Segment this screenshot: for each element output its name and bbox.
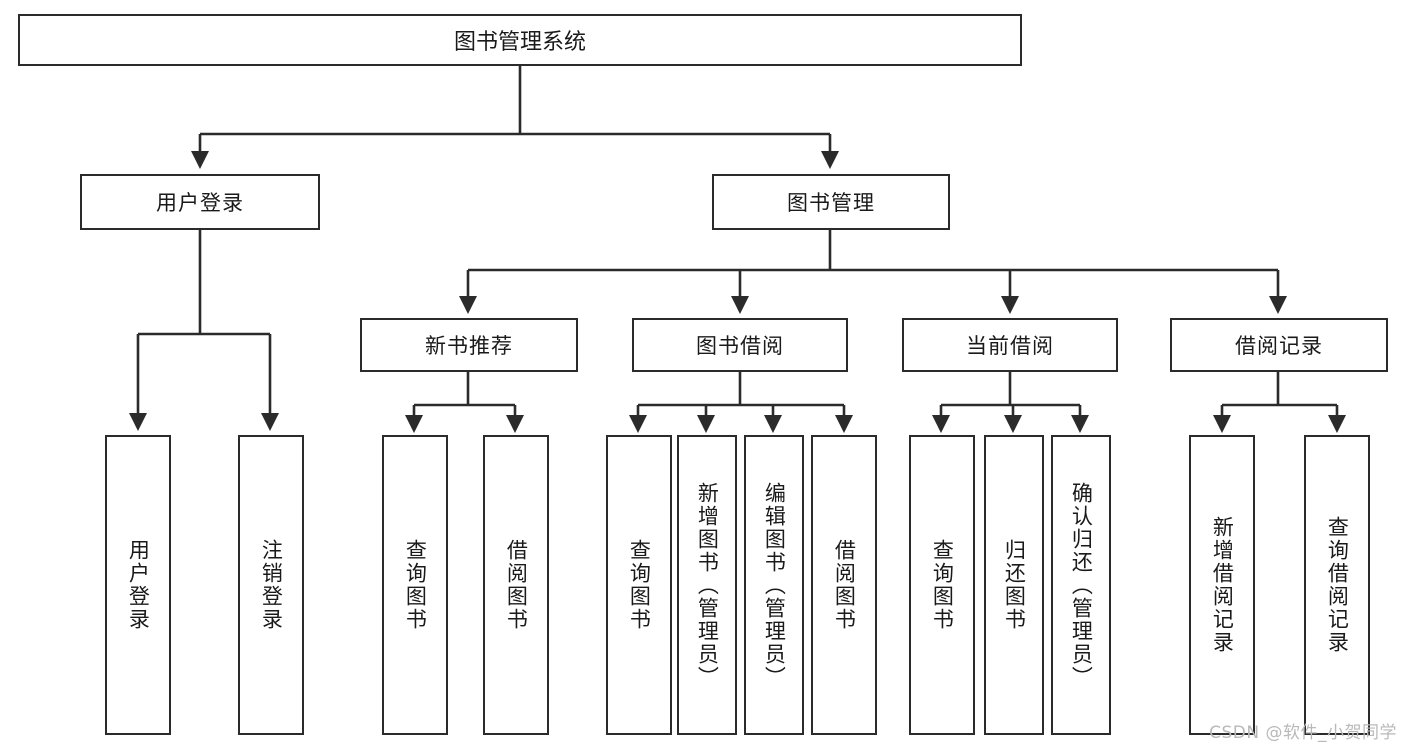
node-label: 新书推荐 bbox=[425, 334, 513, 358]
leaf-query-book-recommend[interactable]: 查询图书 bbox=[382, 435, 448, 735]
node-user-login[interactable]: 用户登录 bbox=[80, 174, 320, 230]
node-book-borrow[interactable]: 图书借阅 bbox=[632, 318, 848, 372]
leaf-user-login[interactable]: 用户登录 bbox=[105, 435, 171, 735]
node-label: 图书管理系统 bbox=[453, 30, 586, 55]
node-label: 查询图书 bbox=[930, 539, 955, 631]
leaf-borrow-book-recommend[interactable]: 借阅图书 bbox=[483, 435, 549, 735]
leaf-edit-book-admin[interactable]: 编辑图书（管理员） bbox=[744, 435, 804, 735]
node-label: 确认归还（管理员） bbox=[1069, 481, 1094, 689]
leaf-query-book-current[interactable]: 查询图书 bbox=[909, 435, 975, 735]
node-label: 查询图书 bbox=[627, 539, 652, 631]
leaf-query-book-borrow[interactable]: 查询图书 bbox=[606, 435, 672, 735]
node-borrow-record[interactable]: 借阅记录 bbox=[1170, 318, 1388, 372]
node-label: 当前借阅 bbox=[966, 334, 1054, 358]
node-label: 注销登录 bbox=[259, 539, 284, 631]
watermark: CSDN @软件_小贺同学 bbox=[1209, 723, 1397, 743]
node-label: 图书借阅 bbox=[696, 334, 784, 358]
node-label: 新增图书（管理员） bbox=[695, 481, 720, 689]
leaf-borrow-book[interactable]: 借阅图书 bbox=[811, 435, 877, 735]
node-label: 新增借阅记录 bbox=[1210, 516, 1235, 654]
leaf-add-borrow-record[interactable]: 新增借阅记录 bbox=[1189, 435, 1255, 735]
leaf-confirm-return-admin[interactable]: 确认归还（管理员） bbox=[1051, 435, 1111, 735]
node-label: 借阅记录 bbox=[1235, 334, 1323, 358]
node-current-borrow[interactable]: 当前借阅 bbox=[902, 318, 1118, 372]
node-label: 查询借阅记录 bbox=[1325, 516, 1350, 654]
node-label: 借阅图书 bbox=[504, 539, 529, 631]
node-new-book-recommend[interactable]: 新书推荐 bbox=[360, 318, 578, 372]
node-label: 查询图书 bbox=[403, 539, 428, 631]
leaf-logout-login[interactable]: 注销登录 bbox=[238, 435, 304, 735]
node-book-management[interactable]: 图书管理 bbox=[712, 174, 950, 230]
leaf-return-book[interactable]: 归还图书 bbox=[984, 435, 1044, 735]
node-label: 用户登录 bbox=[156, 191, 244, 215]
leaf-query-borrow-record[interactable]: 查询借阅记录 bbox=[1304, 435, 1370, 735]
node-label: 图书管理 bbox=[787, 191, 875, 215]
node-label: 借阅图书 bbox=[832, 539, 857, 631]
leaf-add-book-admin[interactable]: 新增图书（管理员） bbox=[677, 435, 737, 735]
node-label: 用户登录 bbox=[126, 539, 151, 631]
node-label: 编辑图书（管理员） bbox=[762, 481, 787, 689]
node-root-system[interactable]: 图书管理系统 bbox=[18, 14, 1022, 66]
node-label: 归还图书 bbox=[1002, 539, 1027, 631]
